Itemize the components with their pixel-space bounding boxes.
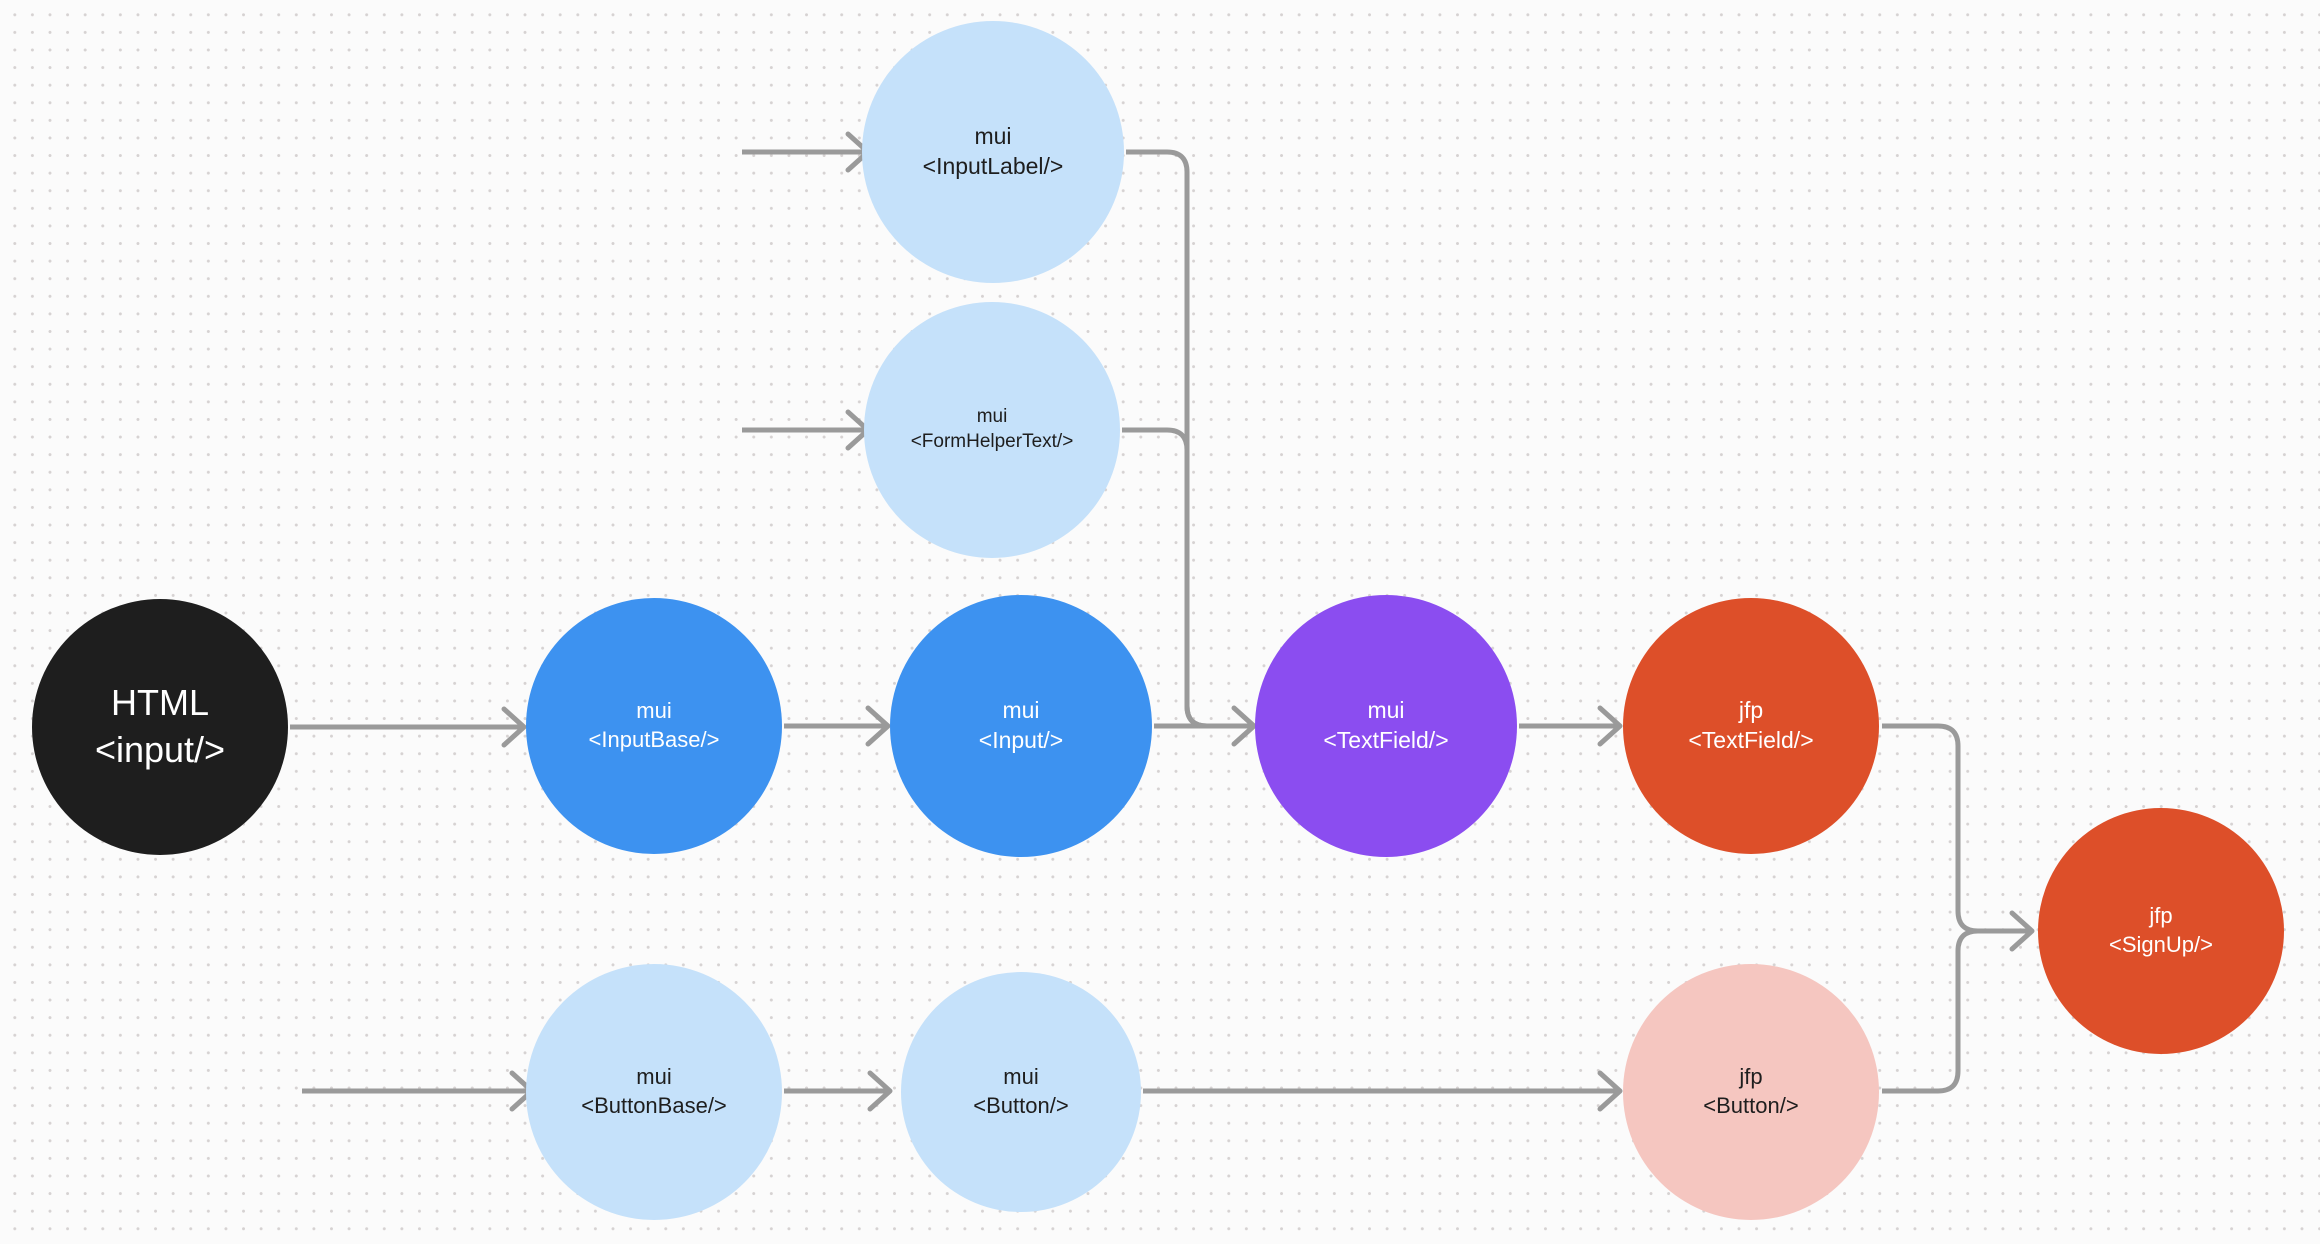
node-namespace: HTML [111, 682, 209, 724]
node-component: <InputLabel/> [922, 153, 1064, 179]
node-html-input[interactable]: HTML <input/> [32, 599, 288, 855]
node-component: <InputBase/> [588, 727, 720, 752]
node-component: <Button/> [1703, 1093, 1799, 1118]
node-namespace: mui [1002, 697, 1040, 724]
node-namespace: jfp [1739, 1064, 1763, 1090]
node-mui-textfield[interactable]: mui <TextField/> [1255, 595, 1517, 857]
node-namespace: mui [1367, 697, 1405, 724]
node-component: <FormHelperText/> [910, 431, 1074, 452]
node-component: <input/> [94, 729, 226, 770]
node-component: <TextField/> [1688, 727, 1814, 753]
node-component: <SignUp/> [2109, 932, 2213, 957]
edge-inputlabel-to-textfield [1126, 149, 1254, 729]
node-component: <TextField/> [1323, 727, 1449, 753]
arrowhead-into-jfptextfield [1597, 705, 1623, 747]
node-mui-input[interactable]: mui <Input/> [890, 595, 1152, 857]
edge-jfptextfield-to-signup [1882, 723, 2032, 934]
node-jfp-signup[interactable]: jfp <SignUp/> [2038, 808, 2284, 1054]
node-jfp-textfield[interactable]: jfp <TextField/> [1623, 598, 1879, 854]
arrowhead-buttonbase-to-button [867, 1070, 893, 1112]
node-mui-inputlabel[interactable]: mui <InputLabel/> [862, 21, 1124, 283]
node-namespace: mui [974, 123, 1012, 150]
node-mui-button[interactable]: mui <Button/> [901, 972, 1141, 1212]
node-namespace: mui [636, 1064, 672, 1090]
node-component: <Button/> [973, 1093, 1069, 1118]
arrowhead-into-muitextfield [1231, 705, 1257, 747]
node-component: <ButtonBase/> [581, 1093, 727, 1118]
arrowhead-into-jfpbutton [1597, 1070, 1623, 1112]
arrowhead-html-to-inputbase [501, 706, 527, 748]
node-namespace: mui [1003, 1064, 1039, 1090]
node-namespace: jfp [2149, 903, 2173, 929]
node-mui-inputbase[interactable]: mui <InputBase/> [526, 598, 782, 854]
node-mui-formhelpertext[interactable]: mui <FormHelperText/> [864, 302, 1120, 558]
edge-jfpbutton-to-signup [1882, 928, 2032, 1094]
node-namespace: mui [636, 698, 672, 724]
node-jfp-button[interactable]: jfp <Button/> [1623, 964, 1879, 1220]
arrowhead-into-signup [2009, 910, 2035, 952]
arrowhead-inputbase-to-input [865, 705, 891, 747]
node-namespace: jfp [1738, 697, 1764, 724]
node-component: <Input/> [978, 727, 1064, 753]
node-mui-buttonbase[interactable]: mui <ButtonBase/> [526, 964, 782, 1220]
node-namespace: mui [976, 406, 1008, 428]
